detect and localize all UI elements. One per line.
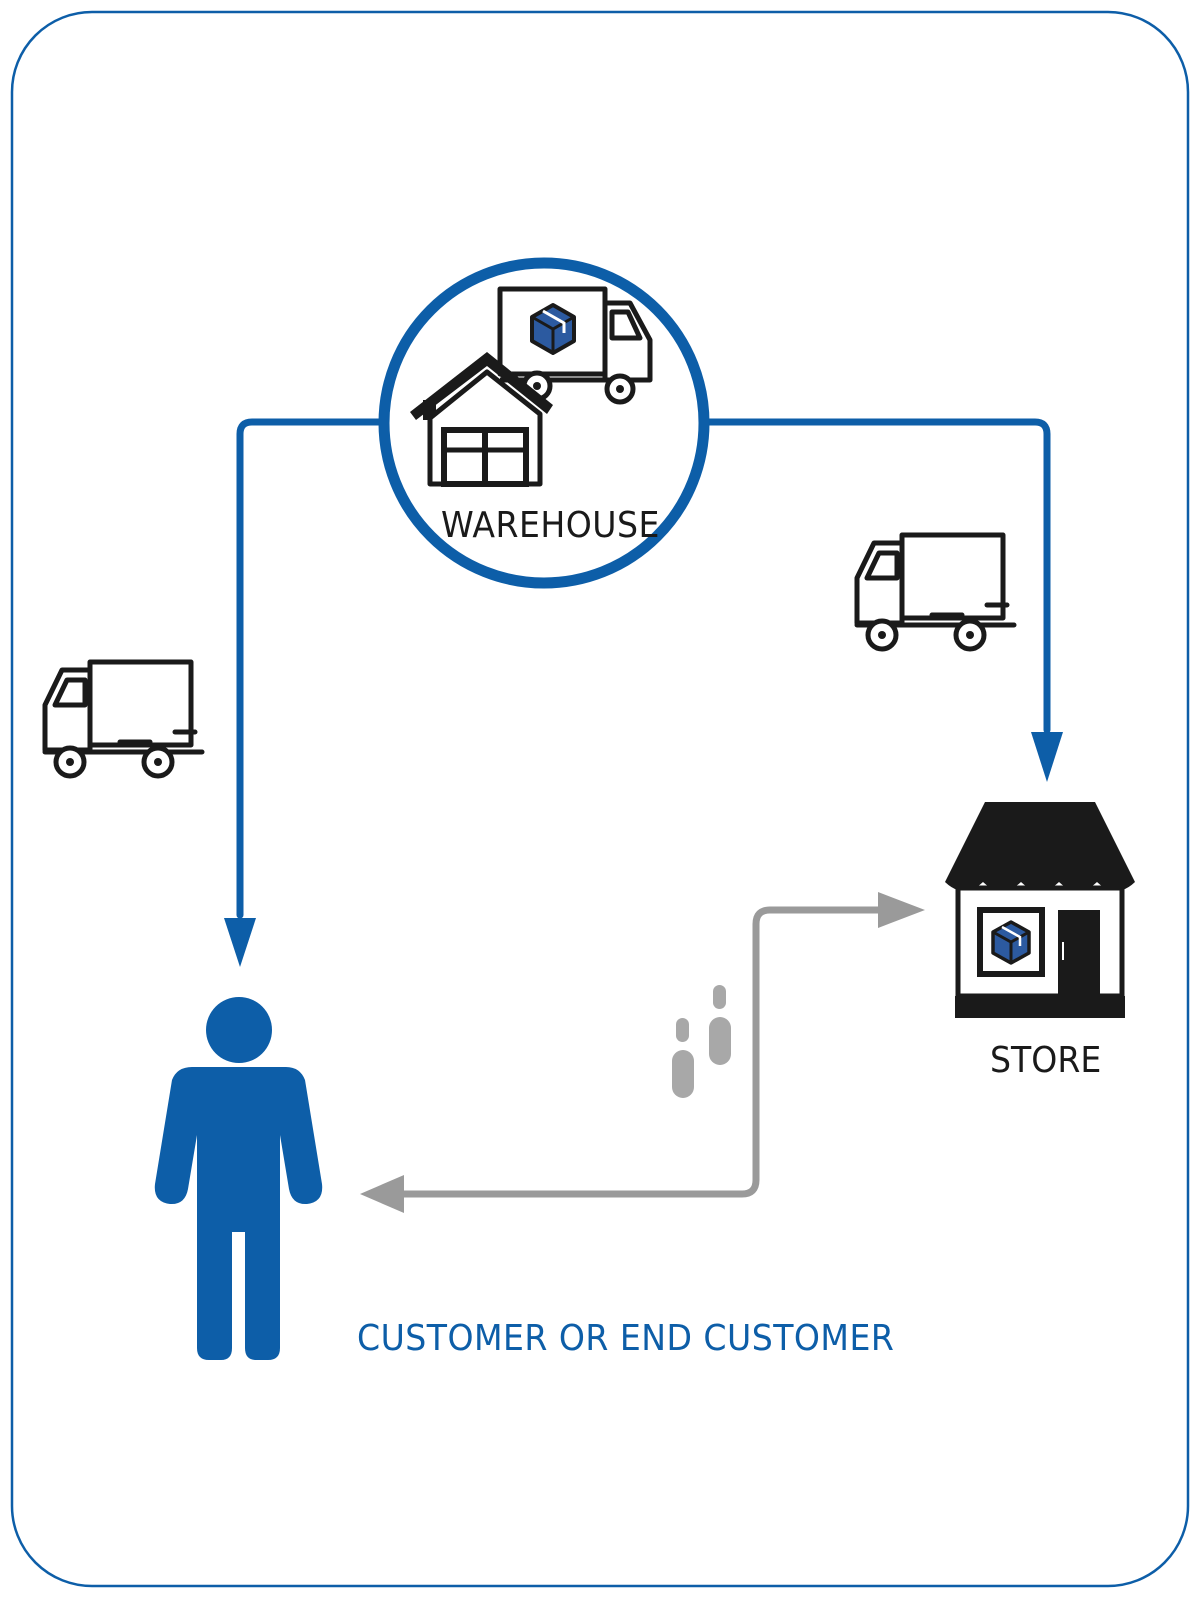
warehouse-to-customer-arrowhead xyxy=(224,918,256,967)
truck-icon xyxy=(854,532,1017,652)
walking-path-customer-arrowhead xyxy=(360,1175,404,1213)
store-package-icon xyxy=(991,920,1031,965)
customer-label: CUSTOMER OR END CUSTOMER xyxy=(357,1318,895,1359)
store-icon xyxy=(945,802,1135,1018)
warehouse-to-customer-line xyxy=(236,418,386,919)
warehouse-icon xyxy=(410,352,553,487)
walking-path-line xyxy=(396,906,886,1198)
footprints-icon xyxy=(672,985,731,1098)
outer-frame xyxy=(10,10,1190,1588)
warehouse-truck-icon xyxy=(497,286,653,405)
walking-path-store-arrowhead xyxy=(878,892,925,928)
store-label: STORE xyxy=(990,1040,1102,1081)
package-icon xyxy=(530,303,576,355)
person-icon xyxy=(154,997,323,1360)
truck-icon xyxy=(42,659,205,779)
warehouse-to-store-arrowhead xyxy=(1031,732,1063,782)
warehouse-label: WAREHOUSE xyxy=(441,505,660,546)
warehouse-to-store-line xyxy=(702,418,1051,734)
